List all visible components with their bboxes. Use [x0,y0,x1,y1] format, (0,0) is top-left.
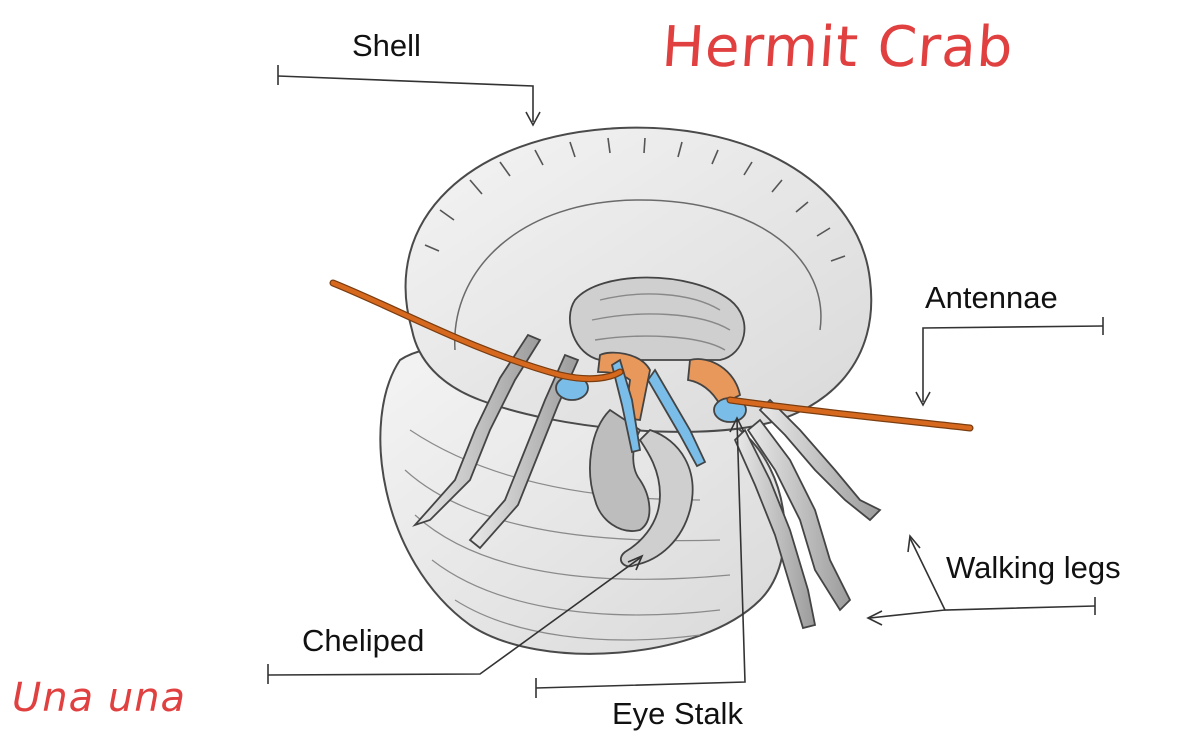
label-walking-legs: Walking legs [946,552,1121,583]
label-eye-stalk: Eye Stalk [612,698,743,729]
diagram-title: Hermit Crab [660,20,1015,76]
label-antennae: Antennae [925,282,1058,313]
label-cheliped: Cheliped [302,625,424,656]
author-signature: Una una [12,678,186,718]
label-shell: Shell [352,30,421,61]
